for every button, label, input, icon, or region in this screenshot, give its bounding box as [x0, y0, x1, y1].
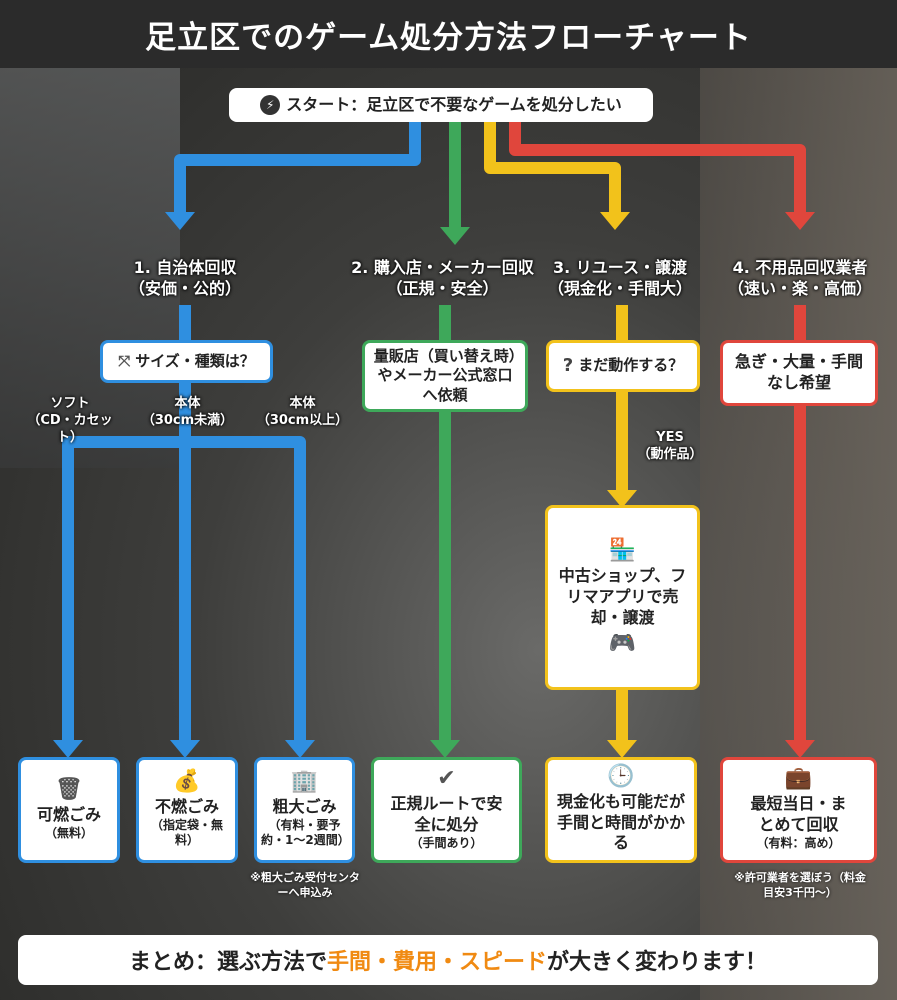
result-resell-title: 現金化も可能だが手間と時間がかかる: [556, 791, 685, 853]
blue-line-top: [174, 120, 421, 215]
building-icon: 🏢: [290, 769, 319, 794]
arrow-blue-large: [285, 740, 315, 758]
yes-sub: （動作品）: [637, 446, 703, 462]
result-nonburnable-sub: （指定袋・無料）: [150, 817, 223, 848]
branch-small-sub: （30cm未満）: [141, 412, 234, 428]
route-3-title: 3. リユース・譲渡: [553, 258, 687, 277]
arrow-green-1: [440, 227, 470, 245]
briefcase-icon: 💼: [784, 766, 813, 792]
branch-large-label: 本体（30cm以上）: [255, 396, 350, 430]
branch-soft-sub: （CD・カセット）: [27, 412, 113, 445]
result-vendor-sub: （有料：高め）: [756, 836, 841, 850]
arrow-green-2: [430, 740, 460, 758]
arrow-yellow-1: [600, 212, 630, 230]
store-icon: 🏪: [608, 538, 637, 564]
route-2-sub: （正規・安全）: [386, 278, 499, 298]
yes-label: YES（動作品）: [630, 430, 710, 464]
vendor-note: ※許可業者を選ぼう（料金目安3千円〜）: [734, 871, 866, 900]
branch-small-title: 本体: [174, 396, 201, 411]
route-3-sub: （現金化・手間大）: [547, 278, 692, 298]
resell-step-box: 🏪 中古ショップ、フリマアプリで売却・譲渡 🎮: [545, 505, 700, 690]
yes-title: YES: [656, 430, 684, 445]
result-bulky-sub: （有料・要予約・1〜2週間）: [261, 817, 350, 848]
arrow-blue-small: [170, 740, 200, 758]
trash-icon: 🗑: [55, 776, 83, 802]
green-line: [439, 120, 461, 745]
summary-pre: まとめ：選ぶ方法で: [128, 950, 327, 975]
bulky-note: ※粗大ごみ受付センターへ申込み: [250, 871, 360, 900]
arrow-blue-soft: [53, 740, 83, 758]
result-bulky-title: 粗大ごみ: [272, 797, 337, 816]
working-question-text: まだ動作する？: [578, 356, 684, 375]
result-burnable-title: 可燃ごみ: [36, 804, 101, 824]
check-circle-icon: ✔: [437, 766, 456, 792]
yellow-line: [484, 120, 628, 745]
arrow-red-1: [785, 212, 815, 230]
route-4-label: 4. 不用品回収業者（速い・楽・高価）: [710, 258, 890, 300]
route-1-sub: （安価・公的）: [128, 278, 241, 298]
result-resell: 🕒 現金化も可能だが手間と時間がかかる: [545, 757, 697, 863]
vendor-step-text: 急ぎ・大量・手間なし希望: [734, 352, 863, 392]
lightning-icon: ⚡: [260, 95, 281, 115]
result-bulky: 🏢 粗大ごみ （有料・要予約・1〜2週間）: [254, 757, 355, 863]
summary-post: が大きく変わります！: [547, 950, 768, 975]
page-title: 足立区でのゲーム処分方法フローチャート: [0, 0, 897, 68]
arrow-yellow-3: [607, 740, 637, 758]
result-vendor: 💼 最短当日・まとめて回収 （有料：高め）: [720, 757, 877, 863]
question-icon: ?: [562, 355, 574, 377]
route-1-title: 1. 自治体回収: [133, 258, 237, 277]
branch-soft-title: ソフト: [50, 396, 90, 411]
route-2-label: 2. 購入店・メーカー回収（正規・安全）: [335, 258, 550, 300]
branch-large-sub: （30cm以上）: [256, 412, 349, 428]
result-nonburnable-title: 不燃ごみ: [154, 797, 219, 816]
background-street: [0, 68, 180, 468]
branch-soft-label: ソフト（CD・カセット）: [20, 396, 120, 447]
route-2-title: 2. 購入店・メーカー回収: [351, 258, 534, 277]
resell-step-text: 中古ショップ、フリマアプリで売却・譲渡: [558, 566, 687, 627]
vendor-step-box: 急ぎ・大量・手間なし希望: [720, 340, 878, 406]
arrow-blue-1: [165, 212, 195, 230]
arrow-red-2: [785, 740, 815, 758]
result-nonburnable: 💰 不燃ごみ （指定袋・無料）: [136, 757, 238, 863]
size-question-box: ⤧ サイズ・種類は？: [100, 340, 273, 383]
result-official-sub: （手間あり）: [410, 836, 483, 850]
clock-icon: 🕒: [607, 763, 635, 789]
retailer-step-text: 量販店（買い替え時）やメーカー公式窓口へ依頼: [373, 346, 517, 404]
result-official: ✔ 正規ルートで安全に処分 （手間あり）: [371, 757, 522, 863]
start-box: ⚡ スタート：足立区で不要なゲームを処分したい: [229, 88, 653, 122]
blue-line-branches: [62, 436, 306, 745]
garbage-bag-icon: 💰: [173, 769, 201, 794]
result-burnable-sub: （無料）: [44, 825, 93, 840]
start-text: スタート：足立区で不要なゲームを処分したい: [286, 94, 622, 114]
expand-icon: ⤧: [118, 351, 131, 370]
working-question-box: ? まだ動作する？: [546, 340, 700, 392]
arrow-yellow-2: [607, 490, 637, 508]
summary-bar: まとめ：選ぶ方法で 手間・費用・スピード が大きく変わります！: [18, 935, 878, 985]
route-3-label: 3. リユース・譲渡（現金化・手間大）: [540, 258, 700, 300]
retailer-step-box: 量販店（買い替え時）やメーカー公式窓口へ依頼: [362, 340, 528, 412]
route-4-title: 4. 不用品回収業者: [732, 258, 868, 277]
size-question-text: サイズ・種類は？: [135, 351, 255, 370]
branch-small-label: 本体（30cm未満）: [140, 396, 235, 430]
result-burnable: 🗑 可燃ごみ （無料）: [18, 757, 120, 863]
gamepad-icon: 🎮: [608, 630, 637, 656]
summary-highlight: 手間・費用・スピード: [326, 950, 547, 975]
result-vendor-title: 最短当日・まとめて回収: [750, 794, 847, 835]
branch-large-title: 本体: [289, 396, 316, 411]
route-4-sub: （速い・楽・高価）: [727, 278, 872, 298]
result-official-title: 正規ルートで安全に処分: [390, 794, 503, 835]
route-1-label: 1. 自治体回収（安価・公的）: [95, 258, 275, 300]
